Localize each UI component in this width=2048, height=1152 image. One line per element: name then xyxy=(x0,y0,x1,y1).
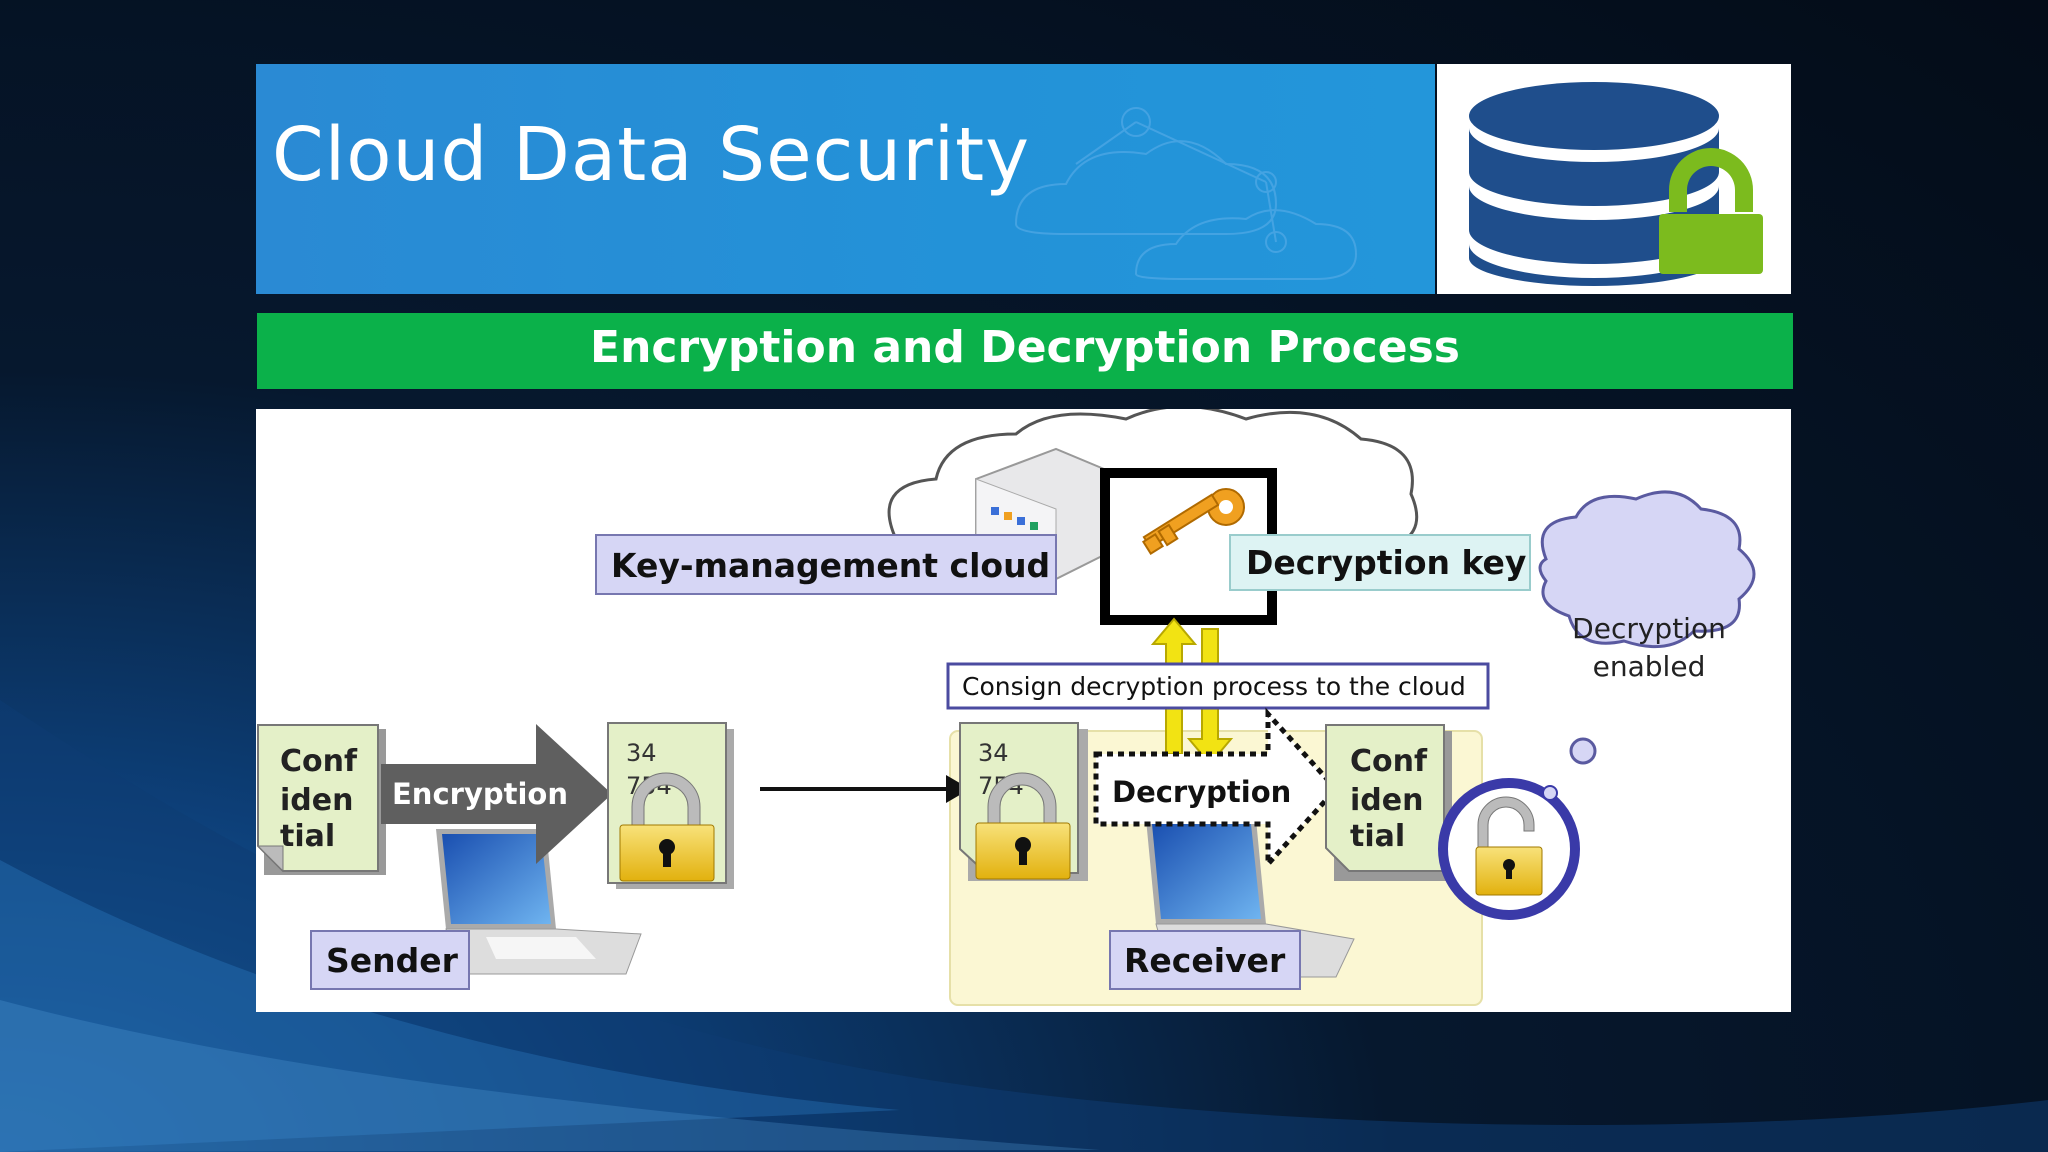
sender-label-box xyxy=(310,930,470,990)
decryption-enabled-line1: Decryption xyxy=(1572,612,1726,645)
decryption-label: Decryption xyxy=(1112,775,1291,809)
cloud-network-decoration xyxy=(1014,107,1358,280)
slide-title: Cloud Data Security xyxy=(272,112,1030,198)
consign-label-box xyxy=(946,662,1490,710)
padlock-closed-icon xyxy=(619,772,715,882)
recv-doc-text-1: 34 xyxy=(978,739,1009,767)
doc-right-line3: tial xyxy=(1350,819,1405,854)
subtitle-bar: Encryption and Decryption Process xyxy=(257,313,1793,389)
key-management-label: Key-management cloud xyxy=(611,546,1050,585)
logo-panel xyxy=(1437,64,1791,294)
receiver-label: Receiver xyxy=(1124,941,1286,980)
transfer-arrow xyxy=(760,775,970,803)
key-management-label-box xyxy=(595,534,1057,595)
encryption-diagram: Key-management cloud Decryption key Decr… xyxy=(256,409,1756,1006)
database-lock-icon xyxy=(1469,82,1763,286)
title-banner: Cloud Data Security xyxy=(256,64,1435,294)
doc-right-line2: iden xyxy=(1350,783,1423,818)
doc-right-line1: Conf xyxy=(1350,744,1428,779)
sender-laptop-icon xyxy=(436,829,642,975)
decryption-key-label-box xyxy=(1229,534,1531,591)
decryption-key-label: Decryption key xyxy=(1246,543,1526,582)
document-left xyxy=(256,724,386,875)
enc-doc-text-1: 34 xyxy=(626,739,657,767)
slide-subtitle: Encryption and Decryption Process xyxy=(590,321,1460,373)
decryption-arrow xyxy=(1093,707,1340,871)
document-right xyxy=(1325,724,1452,881)
doc-left-line1: Conf xyxy=(280,744,358,779)
decryption-enabled-bubble xyxy=(1538,490,1756,649)
doc-left-line3: tial xyxy=(280,819,335,854)
doc-left-line2: iden xyxy=(280,783,353,818)
encryption-label: Encryption xyxy=(392,777,568,811)
diagram-panel: Key-management cloud Decryption key Decr… xyxy=(256,409,1791,1012)
receiver-laptop-icon xyxy=(1146,819,1355,978)
encryption-arrow xyxy=(381,724,612,864)
decryption-enabled-line2: enabled xyxy=(1593,650,1706,683)
padlock-receiver-icon xyxy=(975,772,1071,880)
receiver-label-box xyxy=(1109,930,1301,990)
padlock-open-icon xyxy=(1475,796,1543,896)
sender-label: Sender xyxy=(326,941,459,980)
consign-label: Consign decryption process to the cloud xyxy=(962,672,1466,701)
